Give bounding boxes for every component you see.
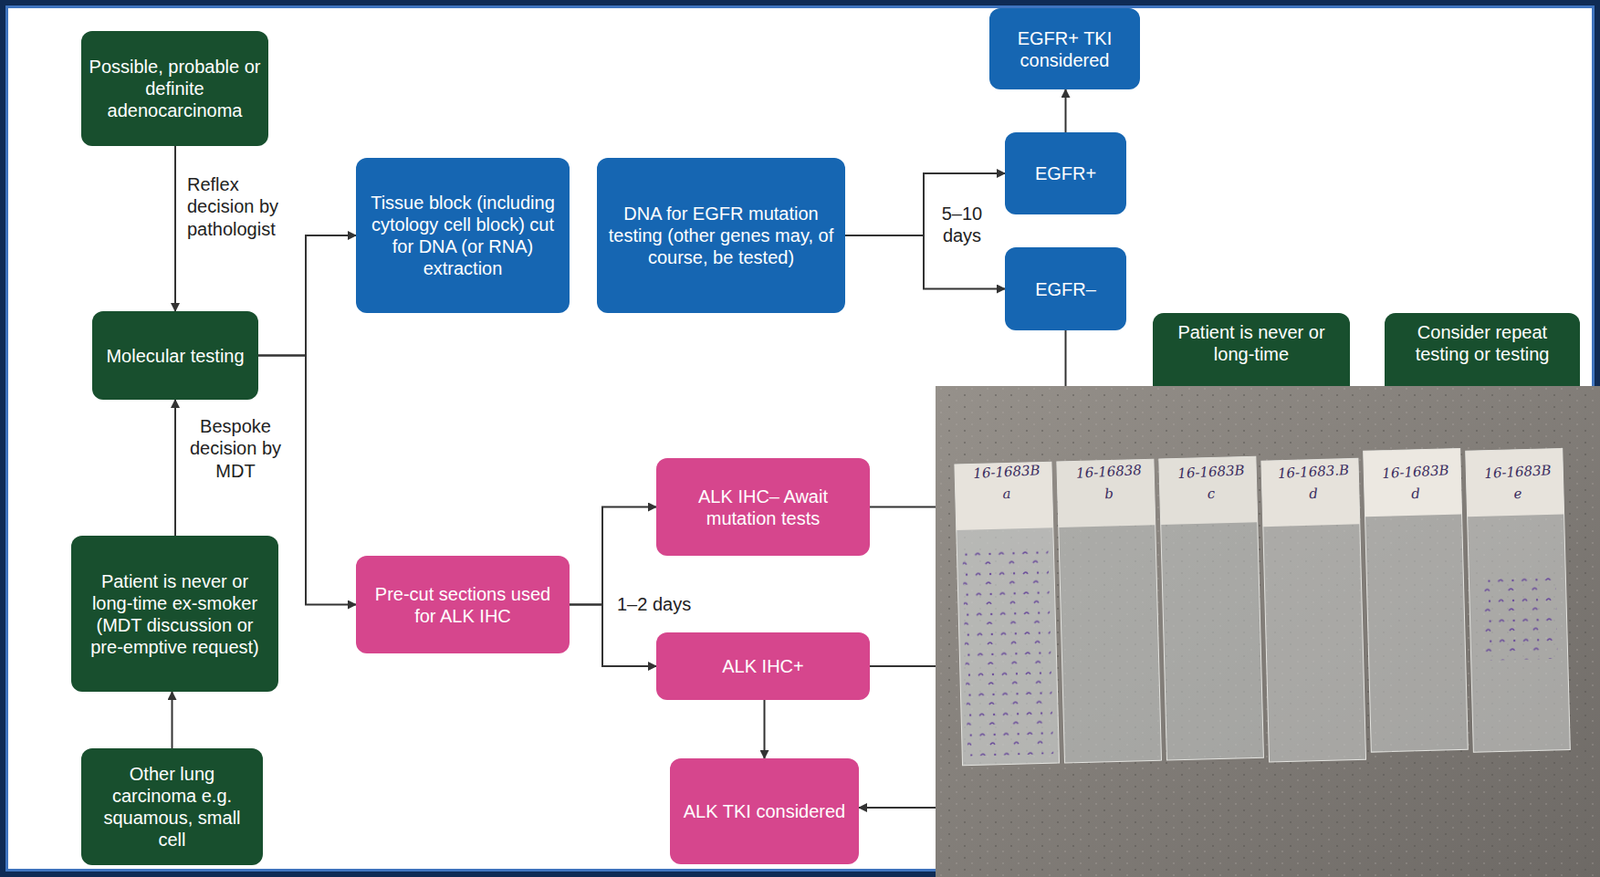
slide-label: 16-1683B bbox=[958, 460, 1057, 483]
box-text: EGFR+ bbox=[1035, 162, 1097, 185]
box-text: ALK TKI considered bbox=[683, 800, 847, 823]
side-label: Bespoke decision by MDT bbox=[188, 415, 283, 482]
slide-label: 16-1683B bbox=[1469, 460, 1568, 483]
process-box: DNA for EGFR mutation testing (other gen… bbox=[596, 157, 846, 314]
process-box: Consider repeat testing or testing bbox=[1384, 313, 1580, 387]
slide-label: 16-1683B bbox=[1162, 460, 1261, 483]
result-box: ALK IHC+ bbox=[656, 632, 870, 701]
box-text: Molecular testing bbox=[105, 345, 244, 367]
slide-label: d bbox=[1367, 482, 1465, 505]
box-text: Consider repeat testing or testing bbox=[1391, 321, 1573, 366]
process-box: Molecular testing bbox=[92, 311, 259, 400]
box-text: Other lung carcinoma e.g. squamous, smal… bbox=[88, 763, 256, 851]
flow-arrow bbox=[1065, 89, 1067, 133]
flow-arrow bbox=[763, 700, 766, 759]
condition-box: Patient is never or long-time bbox=[1152, 313, 1350, 387]
process-box: Tissue block (including cytology cell bl… bbox=[355, 157, 570, 314]
box-text: Possible, probable or definite adenocarc… bbox=[88, 55, 262, 122]
time-label: 1–2 days bbox=[616, 593, 709, 616]
result-box: ALK IHC– Await mutation tests bbox=[656, 458, 870, 556]
slide-label: d bbox=[1265, 482, 1363, 505]
slide-label: 16-1683.B bbox=[1265, 460, 1363, 483]
slide-label: a bbox=[958, 482, 1057, 505]
outcome-box: ALK TKI considered bbox=[669, 758, 859, 865]
box-text: Patient is never or long-time ex-smoker … bbox=[78, 570, 272, 659]
result-box: EGFR+ bbox=[1004, 132, 1127, 215]
result-box: EGFR– bbox=[1004, 247, 1127, 331]
condition-box: Patient is never or long-time ex-smoker … bbox=[71, 535, 279, 692]
box-text: EGFR+ TKI considered bbox=[996, 27, 1133, 72]
flow-arrow bbox=[174, 399, 177, 536]
slide-row bbox=[954, 446, 1571, 771]
slide-label: c bbox=[1162, 482, 1261, 505]
box-text: ALK IHC+ bbox=[721, 655, 804, 678]
side-label: Reflex decision by pathologist bbox=[187, 173, 302, 241]
box-text: Tissue block (including cytology cell bl… bbox=[363, 191, 563, 280]
bench-surface bbox=[935, 386, 1600, 877]
slide-label: 16-1683B bbox=[1367, 460, 1465, 483]
flow-arrow bbox=[569, 507, 657, 606]
time-label: 5–10 days bbox=[932, 202, 992, 248]
box-text: Pre-cut sections used for ALK IHC bbox=[363, 583, 563, 628]
bench-speckle bbox=[935, 386, 1600, 877]
start-box: Possible, probable or definite adenocarc… bbox=[81, 31, 269, 147]
slide-label: 16-16838 bbox=[1060, 460, 1159, 483]
box-text: ALK IHC– Await mutation tests bbox=[663, 485, 863, 530]
flow-arrow bbox=[171, 691, 174, 749]
flow-arrow bbox=[258, 235, 356, 356]
slide-label: e bbox=[1469, 482, 1568, 505]
slide-label: b bbox=[1060, 482, 1159, 505]
process-box: Pre-cut sections used for ALK IHC bbox=[355, 555, 570, 654]
box-text: Patient is never or long-time bbox=[1160, 321, 1343, 366]
box-text: DNA for EGFR mutation testing (other gen… bbox=[604, 202, 838, 269]
start-box: Other lung carcinoma e.g. squamous, smal… bbox=[81, 748, 263, 866]
flow-arrow bbox=[174, 146, 177, 312]
box-text: EGFR– bbox=[1035, 278, 1097, 301]
outcome-box: EGFR+ TKI considered bbox=[989, 8, 1140, 90]
